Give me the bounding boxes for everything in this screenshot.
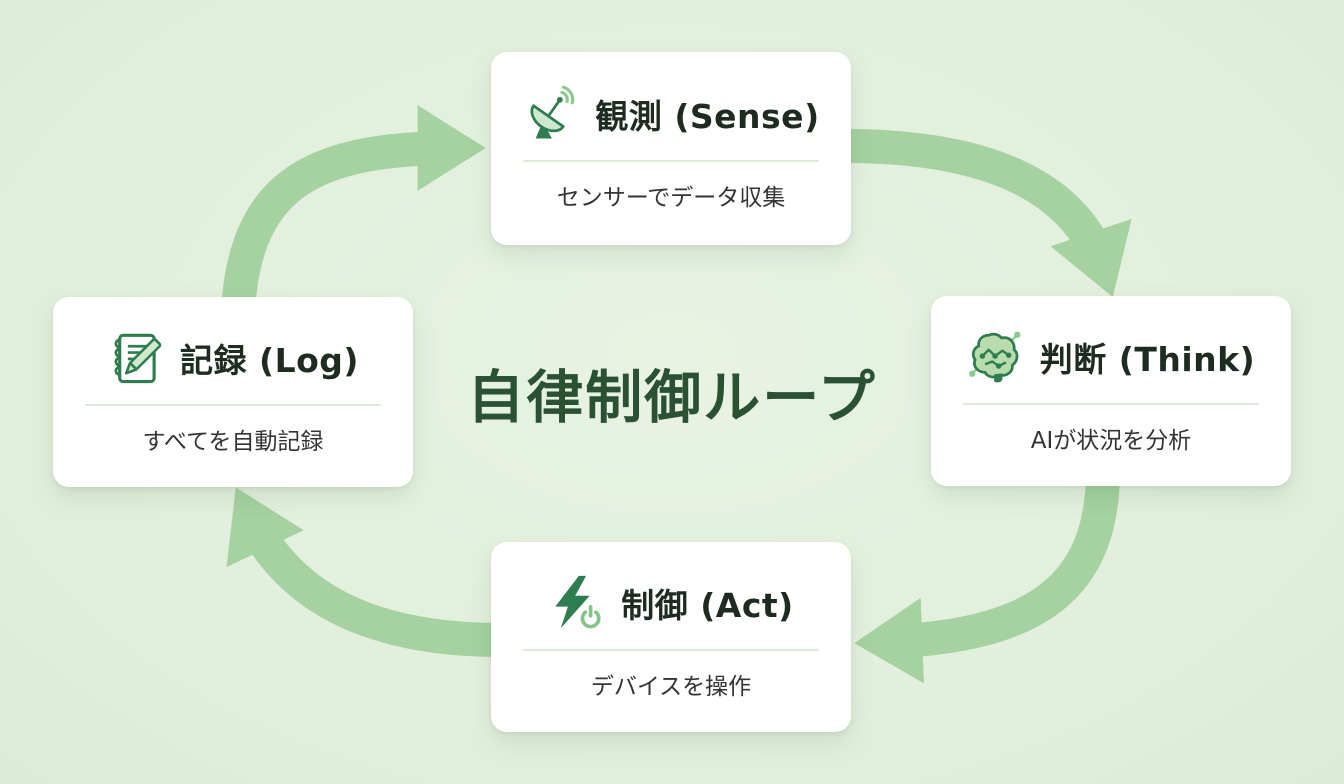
arrow-act-to-log [226,487,501,657]
node-card-sense: 観測 (Sense) センサーでデータ収集 [491,52,851,245]
node-subtitle: AIが状況を分析 [1030,427,1192,454]
arrow-sense-to-think [844,129,1132,297]
node-subtitle: センサーでデータ収集 [556,185,786,211]
arrow-think-to-act [854,469,1120,684]
node-header-log: 記録 (Log) [107,329,359,387]
card-divider [963,402,1259,405]
node-header-sense: 観測 (Sense) [522,85,819,143]
arrow-log-to-sense [220,105,486,341]
lightning-bolt-icon [555,575,601,628]
notebook-pencil-icon [114,333,162,383]
node-title: 制御 (Act) [621,585,794,625]
node-title: 記録 (Log) [180,340,359,380]
node-card-log: 記録 (Log) すべてを自動記録 [53,297,413,487]
brain-circuit-icon [968,331,1021,382]
node-subtitle: すべてを自動記録 [142,428,324,455]
diagram-title: 自律制御ループ [467,365,877,431]
node-header-think: 判断 (Think) [967,328,1255,386]
node-subtitle: デバイスを操作 [590,673,752,700]
node-card-think: 判断 (Think) AIが状況を分析 [931,296,1291,486]
card-divider [523,648,819,651]
card-divider [523,160,819,162]
node-card-act: 制御 (Act) デバイスを操作 [491,542,851,732]
satellite-dish-icon [530,85,575,139]
card-divider [85,403,381,406]
node-title: 判断 (Think) [1039,339,1256,379]
node-header-act: 制御 (Act) [548,574,794,632]
node-title: 観測 (Sense) [595,97,820,136]
